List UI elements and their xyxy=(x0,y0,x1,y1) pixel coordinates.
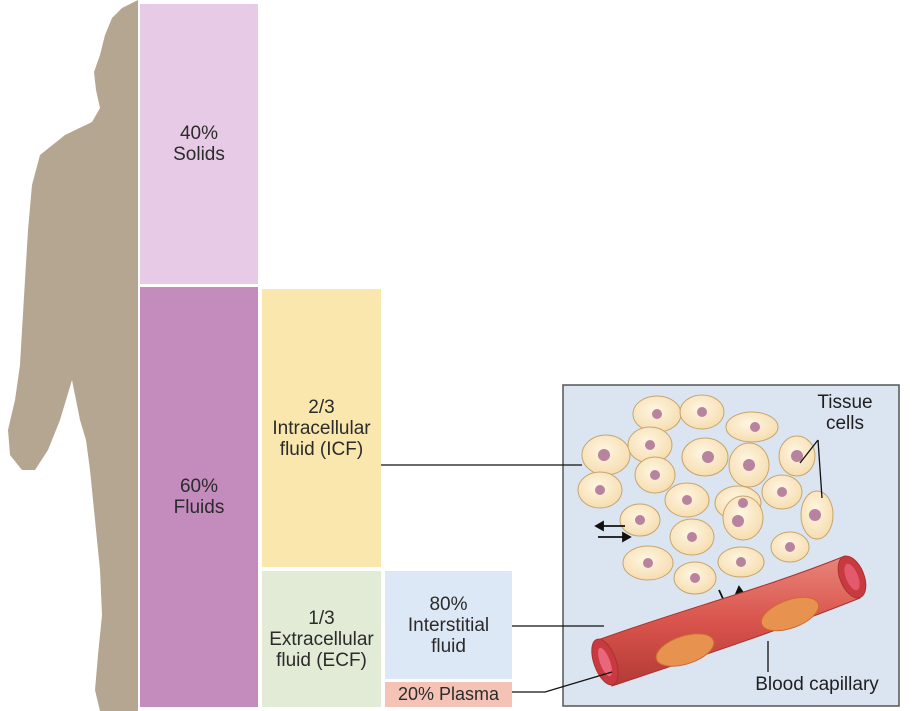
blood-capillary xyxy=(591,555,867,687)
tissue-cell-pointers xyxy=(767,439,823,672)
plasma-block: 20% Plasma xyxy=(385,682,512,707)
ecf-label-line2: fluid (ECF) xyxy=(276,649,367,671)
interstitial-label-line1: Interstitial xyxy=(407,614,490,636)
solids-block: 40% Solids xyxy=(140,4,258,284)
icf-label-line1: Intracellular xyxy=(272,417,371,439)
blood-capillary-label: Blood capillary xyxy=(755,674,879,695)
icf-fraction: 2/3 xyxy=(308,396,335,418)
ecf-fraction: 1/3 xyxy=(308,607,335,629)
plasma-callout-line xyxy=(512,671,613,693)
icf-block: 2/3 Intracellular fluid (ICF) xyxy=(262,289,381,567)
fluids-block: 60% Fluids xyxy=(140,287,258,707)
ecf-block: 1/3 Extracellular fluid (ECF) xyxy=(262,571,381,707)
solids-percent: 40% xyxy=(179,123,219,144)
interstitial-percent: 80% xyxy=(429,593,468,615)
interstitial-label-line2: fluid xyxy=(431,635,466,657)
fluids-percent: 60% xyxy=(179,476,219,497)
ecf-label-line1: Extracellular xyxy=(269,628,374,650)
icf-label-line2: fluid (ICF) xyxy=(279,438,364,460)
tissue-cells-label: Tissue cells xyxy=(795,392,895,434)
tissue-label-line1: Tissue xyxy=(817,392,873,413)
plasma-label: 20% Plasma xyxy=(397,684,500,704)
cell-nuclei xyxy=(595,407,821,583)
solids-label: Solids xyxy=(173,144,225,165)
human-body-silhouette xyxy=(8,0,138,711)
tissue-label-line2: cells xyxy=(825,413,864,434)
fluids-label: Fluids xyxy=(173,497,225,518)
interstitial-block: 80% Interstitial fluid xyxy=(385,571,512,679)
